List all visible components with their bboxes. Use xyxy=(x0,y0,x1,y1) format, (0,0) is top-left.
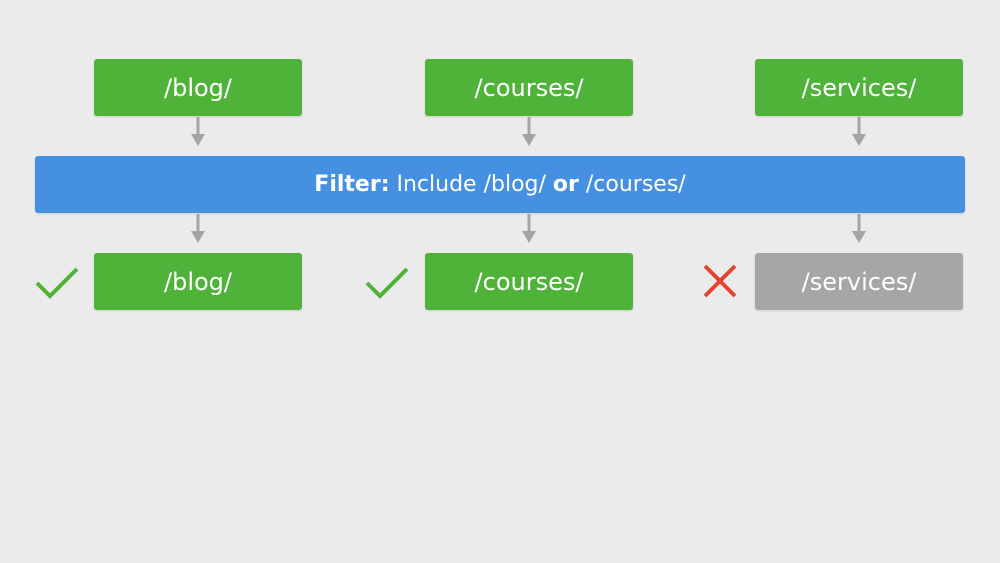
filter-courses-text: /courses/ xyxy=(585,172,686,197)
filter-include-text: Include /blog/ xyxy=(396,172,546,197)
filter-prefix: Filter: xyxy=(314,172,390,197)
arrow-down-icon xyxy=(852,117,866,146)
arrow-down-icon xyxy=(191,117,205,146)
input-courses-box: /courses/ xyxy=(425,59,633,116)
check-icon xyxy=(365,267,409,299)
output-services-box: /services/ xyxy=(755,253,963,310)
output-courses-box: /courses/ xyxy=(425,253,633,310)
filter-connector: or xyxy=(552,172,579,197)
output-blog-box: /blog/ xyxy=(94,253,302,310)
cross-icon xyxy=(703,264,737,298)
arrow-down-icon xyxy=(852,214,866,243)
arrow-down-icon xyxy=(522,214,536,243)
input-blog-box: /blog/ xyxy=(94,59,302,116)
arrow-down-icon xyxy=(522,117,536,146)
input-services-box: /services/ xyxy=(755,59,963,116)
check-icon xyxy=(35,267,79,299)
arrow-down-icon xyxy=(191,214,205,243)
filter-bar: Filter: Include /blog/ or /courses/ xyxy=(35,156,965,213)
